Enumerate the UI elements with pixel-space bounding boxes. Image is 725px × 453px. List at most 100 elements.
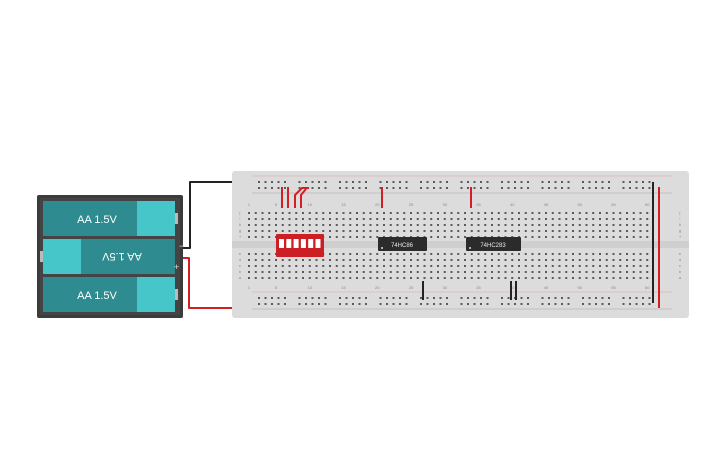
wire-battery-negative[interactable] <box>183 181 264 249</box>
hole <box>518 259 520 261</box>
hole <box>639 236 642 238</box>
wire-jumper[interactable] <box>294 187 309 208</box>
hole <box>491 259 493 261</box>
dip-switch[interactable] <box>276 234 324 257</box>
hole <box>457 271 460 273</box>
hole <box>396 265 399 267</box>
hole <box>480 303 482 305</box>
hole <box>605 212 608 214</box>
hole <box>477 259 480 261</box>
hole <box>261 253 264 255</box>
hole <box>386 303 388 305</box>
hole <box>484 265 487 267</box>
hole <box>585 253 588 255</box>
dip-toggle[interactable] <box>286 239 292 248</box>
hole <box>322 271 325 273</box>
hole <box>612 230 615 232</box>
hole <box>335 218 338 220</box>
hole <box>538 236 541 238</box>
column-number: 55 <box>611 285 616 290</box>
hole <box>635 297 638 299</box>
hole <box>369 277 372 279</box>
hole <box>608 187 610 189</box>
hole <box>410 230 412 232</box>
hole <box>541 297 544 299</box>
hole <box>335 212 338 214</box>
hole <box>622 303 625 305</box>
hole <box>254 253 257 255</box>
hole <box>443 253 446 255</box>
hole <box>416 224 419 226</box>
cell-terminal <box>40 251 43 262</box>
hole <box>302 212 304 214</box>
hole <box>585 277 588 279</box>
dip-toggle[interactable] <box>300 239 306 248</box>
hole <box>588 297 591 299</box>
hole <box>626 224 628 226</box>
hole <box>318 181 320 183</box>
hole <box>322 265 325 267</box>
hole <box>271 303 273 305</box>
column-number: 30 <box>443 202 448 207</box>
hole <box>342 236 345 238</box>
hole <box>410 259 412 261</box>
hole <box>275 230 277 232</box>
wire-battery-positive[interactable] <box>183 257 264 309</box>
hole <box>423 253 426 255</box>
hole <box>612 265 615 267</box>
hole <box>349 230 352 232</box>
hole <box>646 236 649 238</box>
hole <box>362 271 365 273</box>
chip-74hc86[interactable]: 74HC86 <box>378 237 427 251</box>
hole <box>639 212 642 214</box>
hole <box>601 181 604 183</box>
hole <box>491 230 493 232</box>
hole <box>450 277 453 279</box>
hole <box>619 277 622 279</box>
hole <box>592 259 595 261</box>
hole <box>335 265 338 267</box>
hole <box>305 181 307 183</box>
hole <box>578 218 581 220</box>
hole <box>464 259 466 261</box>
hole <box>464 224 466 226</box>
hole <box>567 187 570 189</box>
hole <box>642 187 644 189</box>
dip-toggle[interactable] <box>308 239 314 248</box>
hole <box>423 265 426 267</box>
hole <box>558 271 561 273</box>
hole <box>446 297 448 299</box>
hole <box>554 181 557 183</box>
dip-toggle[interactable] <box>279 239 284 248</box>
hole <box>358 181 361 183</box>
hole <box>261 212 264 214</box>
hole <box>389 253 392 255</box>
hole <box>507 187 510 189</box>
dip-toggle[interactable] <box>315 239 321 248</box>
hole <box>322 277 325 279</box>
hole <box>561 187 563 189</box>
chip-74hc283[interactable]: 74HC283 <box>466 237 521 251</box>
hole <box>356 265 358 267</box>
hole <box>416 277 419 279</box>
hole <box>518 224 520 226</box>
hole <box>345 303 348 305</box>
hole <box>551 212 554 214</box>
wire-jumper[interactable] <box>300 188 307 208</box>
hole <box>572 212 574 214</box>
hole <box>379 297 382 299</box>
hole <box>358 187 361 189</box>
hole <box>450 224 453 226</box>
dip-toggle[interactable] <box>293 239 299 248</box>
breadboard[interactable]: 1155101015152020252530303535404045455050… <box>232 171 689 318</box>
hole <box>541 181 544 183</box>
hole <box>497 212 500 214</box>
chip-notch-dot <box>469 247 471 249</box>
hole <box>324 187 327 189</box>
hole <box>349 224 352 226</box>
hole <box>298 297 301 299</box>
hole <box>538 253 541 255</box>
hole <box>383 212 385 214</box>
